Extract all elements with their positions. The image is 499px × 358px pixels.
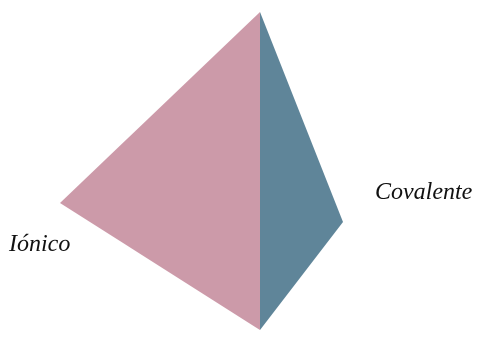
ionic-label: Iónico xyxy=(9,232,70,256)
ionic-face xyxy=(60,12,260,330)
covalent-label: Covalente xyxy=(375,180,472,204)
covalent-face xyxy=(260,12,343,330)
